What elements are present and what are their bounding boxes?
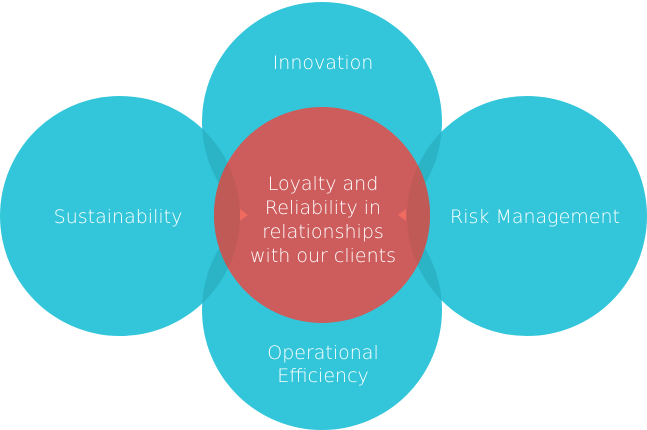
center-label-line: Loyalty and xyxy=(267,173,379,195)
circle-loyalty-reliability xyxy=(214,107,430,323)
left-arrow-icon xyxy=(240,209,248,221)
innovation-label: Innovation xyxy=(272,52,374,74)
risk-management-label: Risk Management xyxy=(450,206,620,228)
operational-efficiency-line: Operational xyxy=(267,342,379,364)
operational-efficiency-line: Efficiency xyxy=(277,365,369,387)
center-label-line: relationships xyxy=(262,221,384,243)
circle-risk-management xyxy=(407,96,647,336)
sustainability-label: Sustainability xyxy=(53,206,183,228)
center-label-line: with our clients xyxy=(250,245,396,267)
operational-efficiency-label: Operational Efficiency xyxy=(218,342,428,388)
right-arrow-icon xyxy=(398,209,406,221)
center-label: Loyalty and Reliability in relationships… xyxy=(228,172,418,268)
circle-sustainability xyxy=(0,96,240,336)
center-label-line: Reliability in xyxy=(264,197,382,219)
